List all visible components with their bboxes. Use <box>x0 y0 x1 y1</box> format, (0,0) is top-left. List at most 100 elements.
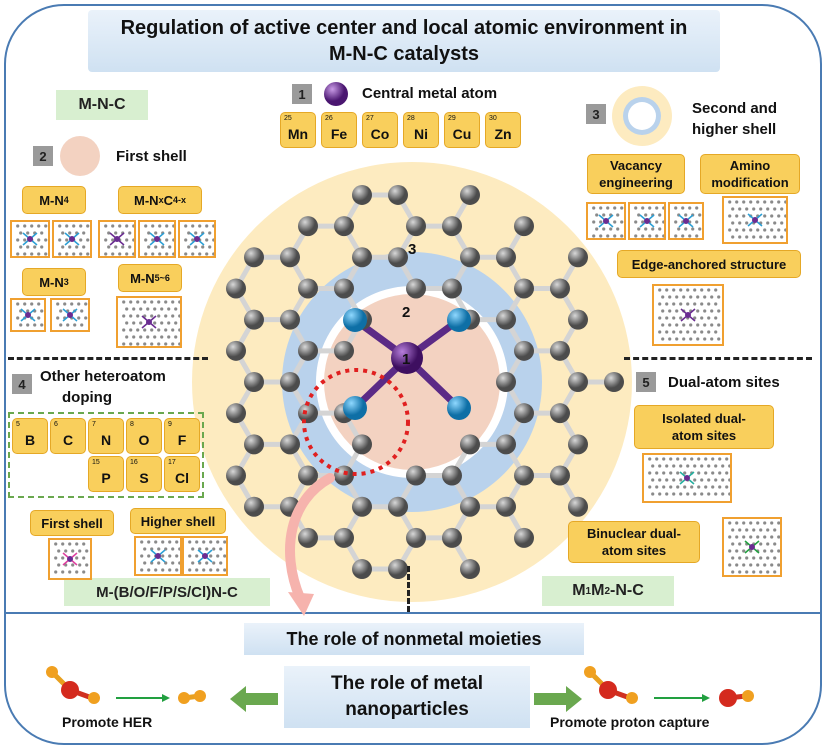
element-symbol: Co <box>370 126 390 142</box>
carbon-atom <box>352 434 372 455</box>
heteroatom-elements-group <box>8 412 204 498</box>
atomic-number: 7 <box>92 421 96 428</box>
carbon-atom <box>406 278 426 299</box>
element-symbol: Ni <box>414 126 428 142</box>
first-shell-disc <box>324 294 500 470</box>
carbon-atom <box>514 340 534 361</box>
carbon-atom <box>334 216 354 237</box>
center-label-1: 1 <box>402 351 410 368</box>
carbon-atom <box>442 278 462 299</box>
section-1-title: Central metal atom <box>362 85 498 102</box>
carbon-atom <box>514 527 534 548</box>
carbon-atom <box>442 216 462 237</box>
carbon-atom <box>496 247 516 268</box>
carbon-atom <box>496 309 516 330</box>
carbon-atom <box>604 372 624 392</box>
atomic-number: 8 <box>130 421 134 428</box>
carbon-atom <box>550 340 570 361</box>
carbon-atom <box>550 465 570 486</box>
carbon-atom <box>442 465 462 486</box>
carbon-atom <box>514 216 534 237</box>
atomic-number: 6 <box>54 421 58 428</box>
thumb-mn4-b <box>52 220 92 258</box>
carbon-atom <box>514 403 534 424</box>
carbon-atom <box>280 247 300 268</box>
thumb-mn3-b <box>50 298 90 332</box>
promote-her-label: Promote HER <box>62 714 153 730</box>
hetero-bottom-label: M-(B/O/F/P/S/Cl)N-C <box>64 578 270 606</box>
element-symbol: F <box>177 432 187 448</box>
carbon-atom <box>550 278 570 299</box>
element-symbol: P <box>101 470 111 486</box>
section-4-number: 4 <box>12 374 32 394</box>
carbon-atom <box>226 340 246 361</box>
carbon-atom <box>568 247 588 268</box>
hetero-higher-shell-label: Higher shell <box>130 508 226 534</box>
carbon-atom <box>298 465 318 486</box>
carbon-atom <box>244 434 264 455</box>
atomic-number: 28 <box>407 115 415 122</box>
carbon-atom <box>298 278 318 299</box>
carbon-atom <box>226 403 246 424</box>
atomic-number: 16 <box>130 459 138 466</box>
nitrogen-atom <box>343 308 367 332</box>
page-title: Regulation of active center and local at… <box>88 10 720 72</box>
thumb-vacancy-b <box>628 202 666 240</box>
left-dashed-separator <box>8 357 208 360</box>
section-3-title-line-2: higher shell <box>692 121 777 138</box>
section-4-title-line-2: doping <box>62 389 112 406</box>
carbon-atom <box>298 340 318 361</box>
carbon-atom <box>568 496 588 517</box>
carbon-atom <box>568 309 588 330</box>
section-5-number: 5 <box>636 372 656 392</box>
section-1-number: 1 <box>292 84 312 104</box>
center-label-2: 2 <box>402 304 410 321</box>
isolated-dual-atom-label: Isolated dual-atom sites <box>634 405 774 449</box>
element-symbol: Cl <box>175 470 189 486</box>
carbon-atom <box>406 216 426 237</box>
carbon-atom <box>550 403 570 424</box>
carbon-atom <box>352 559 372 580</box>
element-symbol: O <box>138 432 150 448</box>
carbon-atom <box>514 465 534 486</box>
carbon-atom <box>352 496 372 517</box>
thumb-mn3-a <box>10 298 46 332</box>
element-symbol: C <box>62 432 74 448</box>
thumb-mnxc-a <box>98 220 136 258</box>
first-shell-icon <box>60 136 100 176</box>
carbon-atom <box>334 527 354 548</box>
element-symbol: S <box>139 470 149 486</box>
carbon-atom <box>244 247 264 268</box>
promote-proton-label: Promote proton capture <box>550 714 710 730</box>
second-shell-icon <box>612 86 672 146</box>
element-symbol: Zn <box>494 126 512 142</box>
catalyst-structure-diagram: 1 3 2 <box>192 162 632 602</box>
section-4-title-line-1: Other heteroatom <box>40 368 166 385</box>
carbon-atom <box>298 527 318 548</box>
bottom-dashed-separator <box>407 566 410 612</box>
pink-arrow <box>285 473 335 616</box>
section-2-number: 2 <box>33 146 53 166</box>
carbon-atom <box>280 309 300 330</box>
carbon-atom <box>388 496 408 517</box>
element-symbol: Fe <box>330 126 348 142</box>
atomic-number: 26 <box>325 115 333 122</box>
outer-frame <box>4 4 822 745</box>
atomic-number: 5 <box>16 421 20 428</box>
thumb-mn56 <box>116 296 182 348</box>
element-symbol: N <box>100 432 112 448</box>
carbon-atom <box>460 559 480 580</box>
thumb-vacancy-a <box>586 202 626 240</box>
thumb-edge <box>652 284 724 346</box>
carbon-atom <box>568 434 588 455</box>
